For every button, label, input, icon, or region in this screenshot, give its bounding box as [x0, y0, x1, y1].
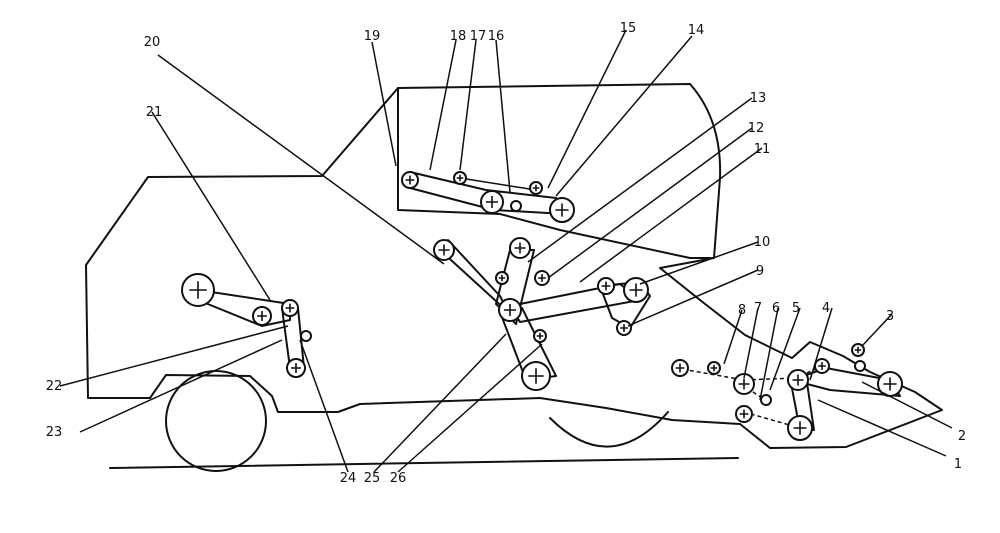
pulley-14	[495, 271, 509, 285]
pulley-15	[534, 270, 550, 286]
pulley-19	[597, 277, 615, 295]
callout-26: 26	[390, 471, 407, 486]
callout-10: 10	[754, 235, 771, 250]
callout-1: 1	[954, 457, 962, 472]
pulley-32	[877, 371, 903, 397]
pulley-13	[509, 237, 531, 259]
callout-25: 25	[364, 471, 381, 486]
pulley-24	[733, 373, 755, 395]
callout-20: 20	[144, 35, 161, 50]
left-belt	[197, 289, 291, 327]
pulley-7	[453, 171, 467, 185]
pulley-23	[707, 361, 721, 375]
right-mech-dash2	[743, 411, 801, 429]
callout-24: 24	[340, 471, 357, 486]
upper-belt-inner	[459, 177, 537, 191]
callout-15: 15	[620, 21, 637, 36]
pulley-12	[433, 239, 455, 261]
pulley-27	[787, 369, 809, 391]
callout-23: 23	[46, 425, 63, 440]
callout-16: 16	[488, 29, 505, 44]
grain-box	[397, 87, 715, 259]
leader-lines	[59, 29, 953, 473]
pulley-26	[760, 394, 772, 406]
callout-17: 17	[470, 29, 487, 44]
pulley-28	[814, 358, 830, 374]
callout-12: 12	[748, 121, 765, 136]
pulley-25	[735, 405, 753, 423]
callout-6: 6	[772, 301, 780, 316]
pulley-16	[498, 298, 522, 322]
pulley-31	[854, 360, 866, 372]
pulley-1	[181, 273, 215, 307]
callout-19: 19	[364, 29, 381, 44]
callout-11: 11	[754, 142, 771, 157]
rear-wheel	[165, 370, 267, 472]
pulley-30	[851, 343, 865, 357]
machine-body-outline	[85, 83, 943, 449]
pulley-6	[401, 171, 419, 189]
callout-8: 8	[738, 303, 746, 318]
pulley-17	[533, 329, 547, 343]
right-mech-dash3	[743, 385, 763, 399]
pulley-10	[529, 181, 543, 195]
pulley-8	[480, 190, 504, 214]
front-wheel-arc	[549, 411, 669, 448]
callout-5: 5	[792, 301, 800, 316]
pulley-9	[510, 200, 522, 212]
pulley-4	[286, 358, 306, 378]
callout-4: 4	[822, 301, 830, 316]
callout-9: 9	[756, 264, 764, 279]
pulley-11	[549, 197, 575, 223]
callout-13: 13	[750, 91, 767, 106]
pulley-29	[787, 415, 813, 441]
pulley-2	[252, 306, 272, 326]
pulley-5	[300, 330, 312, 342]
callout-3: 3	[886, 309, 894, 324]
callout-7: 7	[754, 301, 762, 316]
pulley-20	[623, 277, 649, 303]
callout-2: 2	[958, 429, 966, 444]
belt-right-long	[509, 283, 641, 323]
pulley-18	[521, 361, 551, 391]
callout-21: 21	[146, 105, 163, 120]
right-mech-belt	[675, 365, 823, 381]
pulley-21	[616, 320, 632, 336]
pulley-22	[671, 359, 689, 377]
pulley-3	[281, 299, 299, 317]
callout-14: 14	[688, 23, 705, 38]
callout-22: 22	[46, 379, 63, 394]
ground-line	[109, 457, 739, 469]
callout-18: 18	[450, 29, 467, 44]
